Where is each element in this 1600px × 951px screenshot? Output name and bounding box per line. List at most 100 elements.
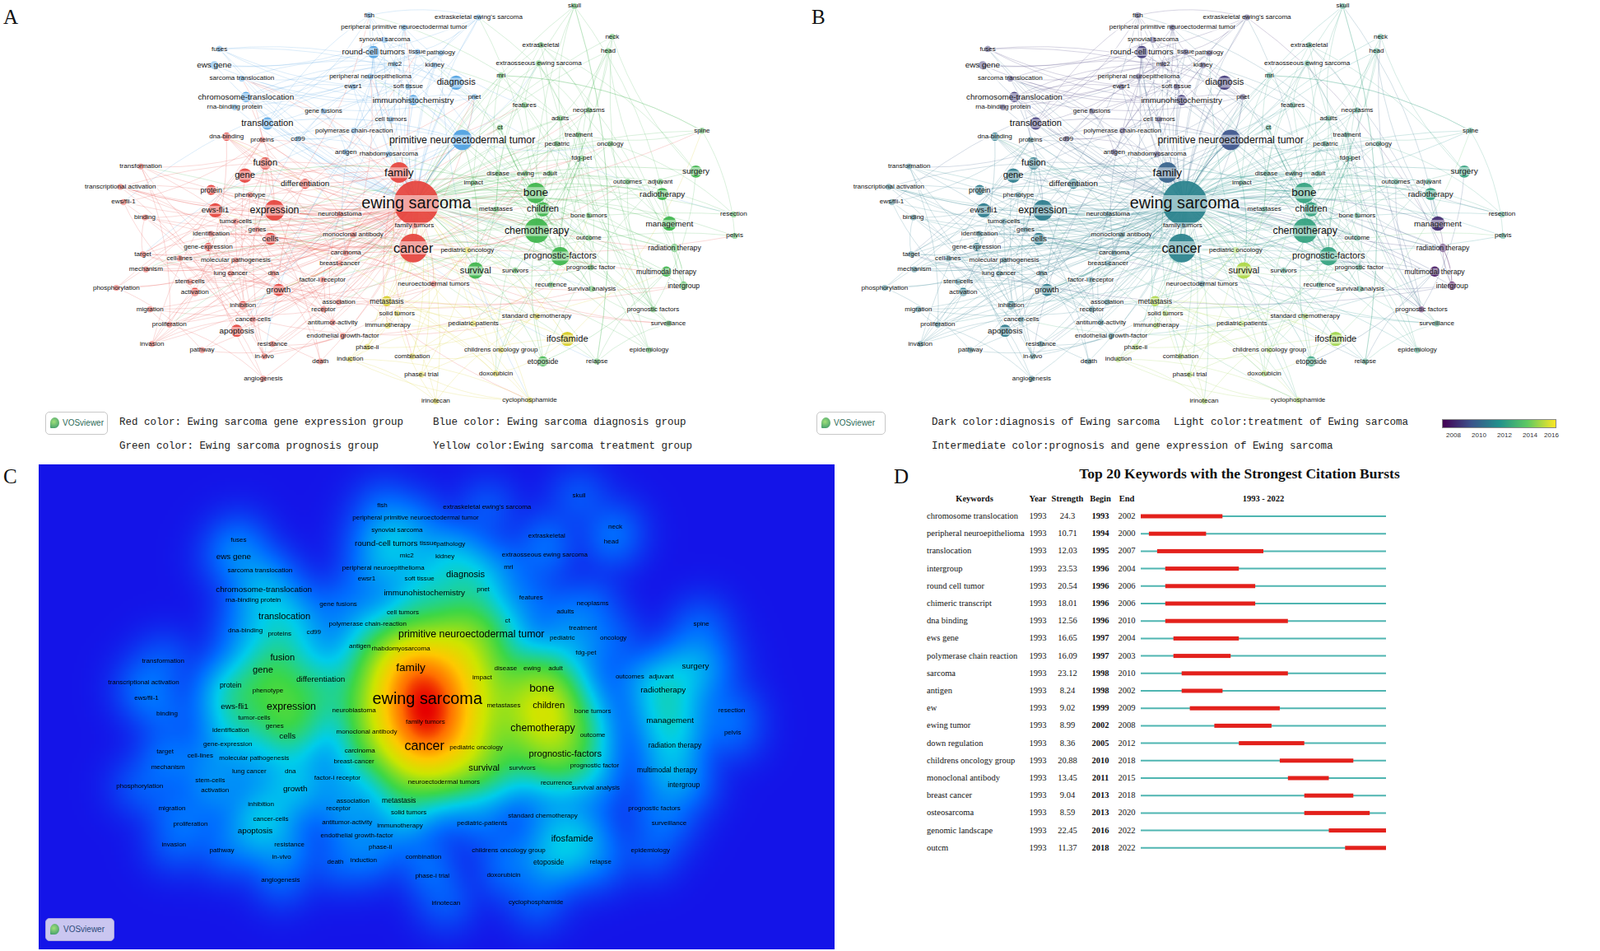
keyword-label: factor-i receptor	[314, 774, 361, 782]
keyword-label: outcome	[580, 731, 606, 739]
keyword-label: identification	[191, 230, 231, 238]
keyword-label: impact	[462, 179, 484, 187]
keyword-label: sarcoma translocation	[976, 74, 1044, 82]
keyword-circle	[497, 124, 503, 131]
link-line	[416, 203, 667, 272]
link-line	[1378, 144, 1503, 215]
year-cell: 1993	[1029, 529, 1047, 539]
keyword-label: relapse	[585, 358, 609, 365]
link-line	[339, 189, 536, 214]
logo-text: VOSviewer	[63, 925, 105, 934]
link-line	[987, 49, 1185, 204]
link-line	[416, 203, 654, 310]
keyword-label: chemotherapy	[510, 721, 575, 732]
keyword-label: combination	[393, 353, 431, 360]
keyword-label: oncology	[1364, 140, 1393, 148]
legend-text: Dark color:diagnosis of Ewing sarcoma	[931, 417, 1161, 428]
keyword-label: ewing sarcoma	[360, 195, 472, 212]
keyword-label: antigen	[348, 642, 371, 650]
link-line	[1013, 165, 1304, 193]
keyword-label: breast-cancer	[318, 260, 361, 267]
link-line	[674, 247, 684, 286]
keyword-label: breast-cancer	[1087, 260, 1130, 267]
link-line	[497, 172, 734, 214]
keyword-cell: childrens oncology group	[926, 756, 1015, 766]
keyword-label: fusion	[251, 158, 279, 168]
keyword-label: proteins	[249, 136, 275, 144]
keyword-label: association	[320, 298, 356, 306]
link-line	[937, 324, 1032, 379]
keyword-cell: intergroup	[926, 563, 963, 573]
burst-bar	[1173, 653, 1232, 658]
begin-cell: 1994	[1092, 529, 1110, 539]
keyword-label: surveillance	[1418, 320, 1456, 327]
end-cell: 2009	[1118, 703, 1136, 713]
link-line	[345, 76, 373, 254]
link-line	[987, 48, 1243, 98]
keyword-label: pathology	[1194, 49, 1225, 56]
keyword-label: surgery	[681, 167, 711, 176]
keyword-label: peripheral neuroepithelioma	[1097, 73, 1182, 80]
burst-bars	[1140, 514, 1387, 851]
keyword-label: gene-expression	[203, 740, 253, 748]
link-line	[1042, 209, 1503, 252]
link-line	[1184, 45, 1309, 204]
keyword-label: recurrence	[540, 779, 573, 787]
keyword-label: lung cancer	[981, 269, 1018, 277]
logo-icon	[50, 923, 60, 935]
burst-bar	[1165, 618, 1289, 624]
link-line	[674, 247, 684, 286]
keyword-label: fdg-pet	[1339, 154, 1362, 162]
keyword-label: primitive neuroectodermal tumor	[1156, 134, 1304, 145]
link-line	[123, 86, 354, 202]
keyword-label: children	[525, 204, 560, 214]
strength-cell: 24.3	[1060, 511, 1075, 521]
keyword-circle	[1265, 124, 1271, 131]
keyword-label: binding	[902, 213, 926, 221]
link-line	[1470, 130, 1504, 237]
keyword-label: pnet	[467, 93, 483, 101]
link-line	[567, 130, 703, 340]
keyword-label: synovial sarcoma	[371, 526, 423, 534]
chart-title: Top 20 Keywords with the Strongest Citat…	[1079, 466, 1400, 482]
begin-cell: 1997	[1092, 651, 1110, 661]
keyword-label: neoplasms	[576, 600, 610, 607]
link-line	[462, 63, 540, 140]
link-line	[1114, 76, 1141, 254]
keyword-label: cells	[1029, 234, 1048, 243]
link-line	[1118, 358, 1298, 400]
link-line	[349, 358, 436, 401]
keyword-label: outcome	[575, 234, 603, 242]
year-cell: 1993	[1029, 546, 1047, 556]
keyword-label: recurrence	[1302, 281, 1336, 289]
link-line	[1190, 339, 1336, 375]
keyword-label: rhabdomyosarcoma	[372, 645, 431, 652]
link-line	[1046, 183, 1074, 290]
timeline-line	[1140, 689, 1387, 692]
keyword-label: management	[1413, 219, 1463, 228]
keyword-cell: sarcoma	[926, 669, 956, 679]
keyword-label: target	[133, 251, 153, 258]
keyword-label: invasion	[139, 340, 166, 348]
keyword-label: transcriptional activation	[107, 679, 179, 686]
keyword-label: transcriptional activation	[852, 183, 926, 191]
column-header: 1993 - 2022	[1242, 494, 1285, 504]
color-bar-tick: 2008	[1446, 432, 1461, 439]
keyword-label: cd99	[1058, 135, 1075, 143]
link-line	[1268, 127, 1359, 268]
keyword-label: resection	[718, 706, 746, 714]
link-line	[1184, 203, 1360, 289]
keyword-label: neck	[604, 33, 620, 41]
keyword-label: receptor	[1079, 306, 1106, 313]
burst-bar	[1157, 548, 1264, 554]
keyword-label: carcinoma	[330, 249, 363, 256]
keyword-label: treatment	[1332, 131, 1363, 139]
keyword-label: peripheral primitive neuroectodermal tum…	[1108, 23, 1237, 31]
keyword-cell: ews gene	[926, 633, 959, 643]
burst-bar	[1279, 758, 1354, 763]
keyword-label: primitive neuroectodermal tumor	[388, 134, 536, 145]
end-cell: 2004	[1118, 563, 1136, 573]
link-line	[1230, 63, 1307, 140]
link-line	[535, 192, 650, 350]
keyword-label: angiogenesis	[1011, 375, 1052, 382]
